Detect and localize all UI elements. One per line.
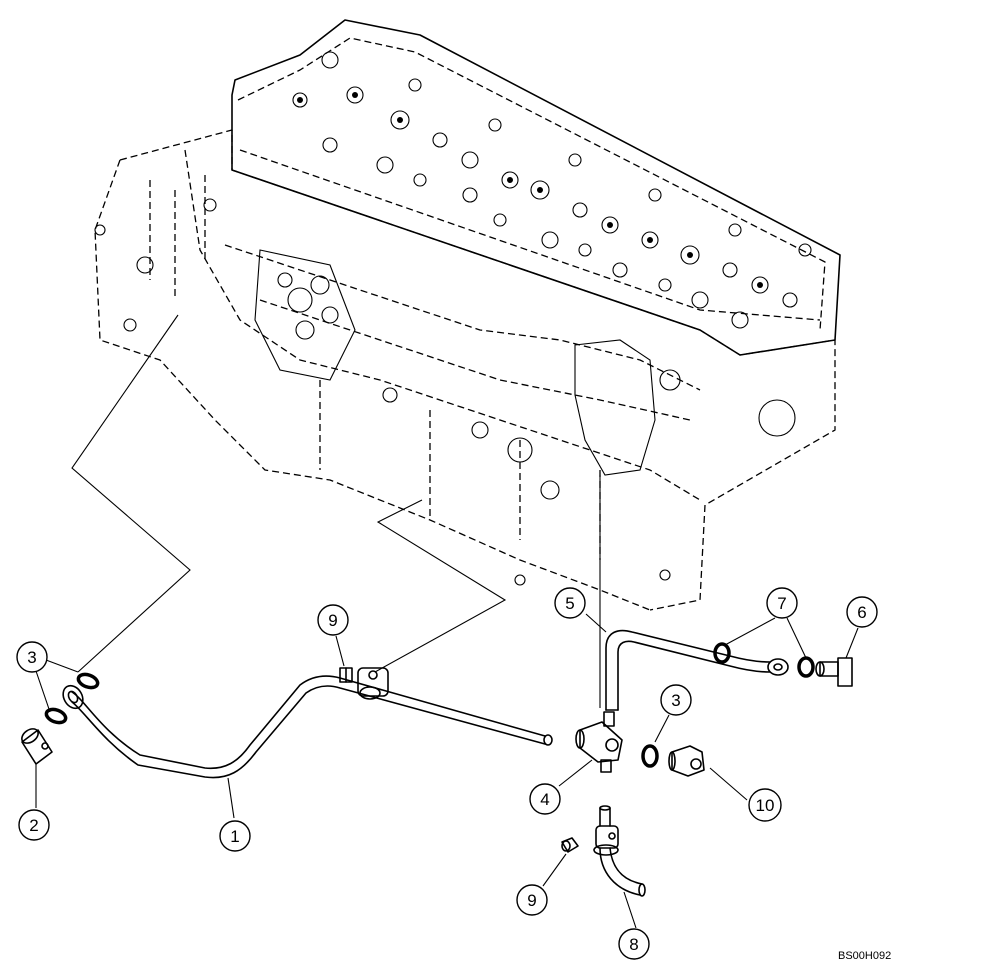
fuel-tube-8: [593, 805, 646, 897]
svg-text:9: 9: [527, 891, 536, 910]
head-bolts: [292, 51, 812, 329]
fuel-pump-illustration: [254, 249, 356, 381]
callout-leaders: [35, 613, 859, 929]
svg-text:3: 3: [671, 691, 680, 710]
bolt-9-upper: [339, 667, 353, 683]
sealing-washer-3-right: [641, 744, 659, 768]
sealing-washers-3-left: [44, 672, 100, 725]
banjo-bolt-2: [21, 728, 53, 765]
callout-5: 5: [554, 587, 586, 619]
svg-text:4: 4: [540, 790, 549, 809]
svg-text:8: 8: [629, 935, 638, 954]
diagram-reference-code: BS00H092: [838, 950, 891, 962]
tee-fitting-4: [575, 711, 623, 773]
callout-8: 8: [618, 928, 650, 960]
engine-block-illustration: [94, 19, 841, 611]
svg-text:3: 3: [27, 648, 36, 667]
callout-1: 1: [219, 820, 251, 852]
callout-7: 7: [766, 587, 798, 619]
fuel-line-tube-1: [62, 667, 553, 779]
svg-text:6: 6: [857, 603, 866, 622]
bolt-9-lower: [561, 837, 579, 853]
callout-9-lower: 9: [516, 884, 548, 916]
callout-10: 10: [748, 788, 782, 822]
callout-3-left: 3: [16, 641, 48, 673]
svg-text:9: 9: [328, 611, 337, 630]
adapter-fitting-10: [668, 745, 705, 777]
callout-2: 2: [18, 809, 50, 841]
svg-text:7: 7: [777, 594, 786, 613]
callout-9-upper: 9: [317, 604, 349, 636]
callout-6: 6: [846, 596, 878, 628]
banjo-bolt-6: [815, 657, 853, 687]
svg-text:1: 1: [230, 827, 239, 846]
svg-text:10: 10: [756, 796, 775, 815]
svg-text:5: 5: [565, 594, 574, 613]
fuel-return-tube-5: [605, 629, 789, 711]
callout-4: 4: [529, 783, 561, 815]
engine-connection-leaders: [71, 314, 601, 708]
callout-3-right: 3: [660, 684, 692, 716]
svg-text:2: 2: [29, 816, 38, 835]
